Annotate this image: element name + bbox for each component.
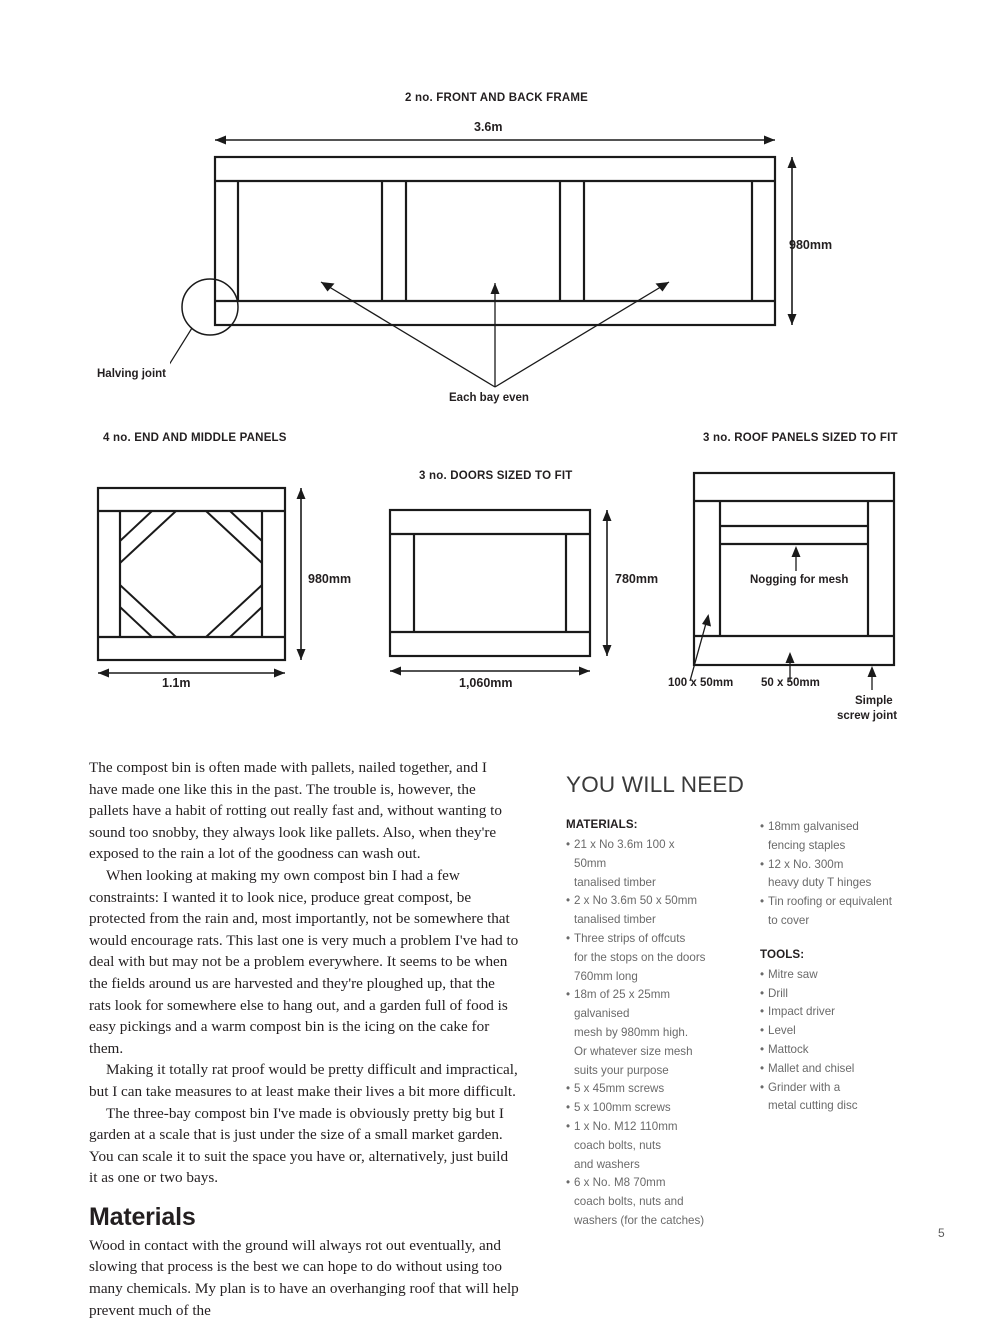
you-will-need-column-2: 18mm galvanised fencing staples 12 x No. 3… bbox=[760, 818, 910, 1116]
callout-50x50mm: 50 x 50mm bbox=[761, 677, 820, 689]
list-item: Three strips of offcuts for the stops on … bbox=[566, 930, 706, 986]
list-item-continuation: Or whatever size mesh bbox=[574, 1044, 693, 1058]
list-item: 21 x No 3.6m 100 x 50mm tanalised timber bbox=[566, 836, 706, 892]
dim-front-back-height: 980mm bbox=[789, 238, 833, 252]
list-item-continuation: 760mm long bbox=[574, 969, 638, 983]
callout-simple-screw-joint-line2: screw joint bbox=[837, 710, 898, 722]
dim-end-panel-width: 1.1m bbox=[162, 676, 191, 690]
list-item-text: Grinder with a bbox=[768, 1080, 841, 1094]
list-item: 12 x No. 300m heavy duty T hinges bbox=[760, 856, 910, 894]
body-paragraph-4: The three-bay compost bin I've made is o… bbox=[89, 1104, 509, 1187]
list-item: Level bbox=[760, 1022, 910, 1041]
you-will-need-title: YOU WILL NEED bbox=[566, 772, 745, 797]
list-item: 2 x No 3.6m 50 x 50mm tanalised timber bbox=[566, 892, 706, 930]
list-item-continuation: fencing staples bbox=[768, 838, 846, 852]
body-paragraph-2: When looking at making my own compost bi… bbox=[89, 866, 519, 1057]
list-item-continuation: suits your purpose bbox=[574, 1063, 669, 1077]
dim-door-height: 780mm bbox=[615, 572, 659, 586]
dim-door-width: 1,060mm bbox=[459, 676, 513, 690]
list-item: Drill bbox=[760, 985, 910, 1004]
list-item-continuation: and washers bbox=[574, 1157, 640, 1171]
list-item: Tin roofing or equivalent to cover bbox=[760, 893, 910, 931]
diagram-end-middle-panel bbox=[90, 483, 320, 683]
list-item-continuation: for the stops on the doors bbox=[574, 950, 706, 964]
list-item: Impact driver bbox=[760, 1003, 910, 1022]
diagram-door-panel bbox=[382, 505, 622, 685]
list-item: 18m of 25 x 25mm galvanised mesh by 980mm… bbox=[566, 986, 706, 1080]
list-item-text: Tin roofing or equivalent bbox=[768, 895, 892, 909]
dim-front-back-width: 3.6m bbox=[474, 120, 503, 134]
list-item-continuation: to cover bbox=[768, 913, 810, 927]
list-item-text: Three strips of offcuts bbox=[574, 931, 686, 945]
materials-heading: Materials bbox=[89, 1202, 196, 1231]
list-item-continuation: washers (for the catches) bbox=[574, 1213, 705, 1227]
list-item: 6 x No. M8 70mm coach bolts, nuts and wash… bbox=[566, 1174, 706, 1230]
document-page: 2 no. FRONT AND BACK FRAME 3.6m 980mm Ha… bbox=[0, 0, 988, 1280]
list-item: Mattock bbox=[760, 1041, 910, 1060]
list-item: 5 x 100mm screws bbox=[566, 1099, 706, 1118]
callout-nogging-for-mesh: Nogging for mesh bbox=[750, 574, 849, 586]
list-item: 1 x No. M12 110mm coach bolts, nuts and wa… bbox=[566, 1118, 706, 1174]
list-item: 18mm galvanised fencing staples bbox=[760, 818, 910, 856]
you-will-need-column-1: MATERIALS: 21 x No 3.6m 100 x 50mm tanali… bbox=[566, 818, 706, 1231]
column-spacer bbox=[760, 931, 910, 948]
tools-list: Mitre sawDrillImpact driverLevelMattockM… bbox=[760, 966, 910, 1116]
list-item: Grinder with a metal cutting disc bbox=[760, 1079, 910, 1117]
list-item-continuation: metal cutting disc bbox=[768, 1099, 858, 1113]
tools-label: TOOLS: bbox=[760, 947, 805, 961]
body-paragraph-3: Making it totally rat proof would be pre… bbox=[89, 1061, 518, 1100]
list-item-text: 5 x 45mm screws bbox=[574, 1082, 665, 1096]
list-item-text: Impact driver bbox=[768, 1005, 836, 1019]
page-number: 5 bbox=[938, 1226, 945, 1240]
diagram-roof-panel bbox=[686, 468, 906, 693]
list-item-text: Mallet and chisel bbox=[768, 1061, 855, 1075]
list-item: Mitre saw bbox=[760, 966, 910, 985]
list-item-text: 1 x No. M12 110mm bbox=[574, 1119, 678, 1133]
list-item-text: 12 x No. 300m bbox=[768, 857, 844, 871]
materials-label: MATERIALS: bbox=[566, 818, 638, 831]
list-item-text: 21 x No 3.6m 100 x 50mm bbox=[574, 838, 675, 870]
materials-list-2: 18mm galvanised fencing staples 12 x No. 3… bbox=[760, 818, 910, 931]
body-paragraph-1: The compost bin is often made with palle… bbox=[89, 759, 502, 863]
list-item-continuation: mesh by 980mm high. bbox=[574, 1025, 689, 1039]
list-item-text: 6 x No. M8 70mm bbox=[574, 1176, 666, 1190]
list-item-continuation: tanalised timber bbox=[574, 913, 656, 927]
list-item-text: 2 x No 3.6m 50 x 50mm bbox=[574, 894, 698, 908]
callout-each-bay-even: Each bay even bbox=[449, 392, 529, 404]
list-item-text: 5 x 100mm screws bbox=[574, 1101, 671, 1115]
caption-doors: 3 no. DOORS SIZED TO FIT bbox=[419, 470, 573, 482]
callout-100x50mm: 100 x 50mm bbox=[668, 677, 734, 689]
list-item-text: Mitre saw bbox=[768, 967, 818, 981]
list-item-text: Mattock bbox=[768, 1042, 809, 1056]
callout-simple-screw-joint-line1: Simple bbox=[855, 695, 893, 707]
list-item: 5 x 45mm screws bbox=[566, 1080, 706, 1099]
dim-end-panel-height: 980mm bbox=[308, 572, 352, 586]
list-item: Mallet and chisel bbox=[760, 1060, 910, 1079]
diagram-front-back-frame bbox=[170, 125, 820, 395]
caption-roof-panels: 3 no. ROOF PANELS SIZED TO FIT bbox=[703, 432, 898, 444]
list-item-continuation: coach bolts, nuts bbox=[574, 1138, 662, 1152]
list-item-continuation: tanalised timber bbox=[574, 875, 656, 889]
body-paragraph-5: Wood in contact with the ground will alw… bbox=[89, 1236, 519, 1319]
caption-end-middle-panels: 4 no. END AND MIDDLE PANELS bbox=[103, 432, 287, 444]
callout-halving-joint: Halving joint bbox=[97, 368, 166, 380]
list-item-text: Level bbox=[768, 1024, 796, 1038]
list-item-continuation: coach bolts, nuts and bbox=[574, 1195, 684, 1209]
list-item-text: Drill bbox=[768, 986, 788, 1000]
caption-front-back-frame: 2 no. FRONT AND BACK FRAME bbox=[405, 92, 589, 104]
article-body-column: The compost bin is often made with palle… bbox=[89, 757, 519, 1321]
list-item-text: 18mm galvanised bbox=[768, 820, 859, 833]
list-item-text: 18m of 25 x 25mm galvanised bbox=[574, 988, 671, 1021]
list-item-continuation: heavy duty T hinges bbox=[768, 876, 872, 890]
